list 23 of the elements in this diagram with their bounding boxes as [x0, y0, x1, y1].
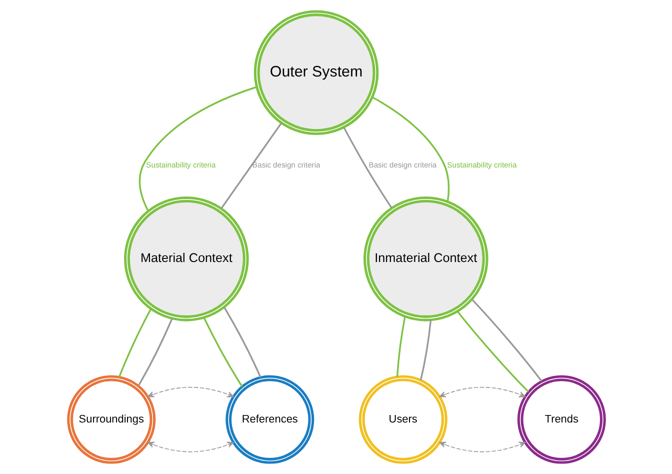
edge-label: Basic design criteria [252, 160, 320, 170]
connector [342, 126, 392, 208]
connector [396, 316, 406, 377]
edge-label: Basic design criteria [368, 160, 436, 170]
arrow [438, 442, 526, 452]
connector [372, 96, 450, 202]
node-circle: Outer System [253, 10, 378, 135]
connector [456, 310, 529, 392]
node-circle: Material Context [124, 196, 248, 322]
arrow [146, 442, 234, 452]
connector [419, 320, 432, 380]
connector [202, 317, 242, 387]
arrow [438, 386, 526, 398]
connector [137, 318, 172, 386]
connector [220, 122, 282, 209]
edge-label: Sustainability criteria [146, 160, 216, 170]
connector [470, 298, 542, 382]
arrow [146, 386, 234, 398]
connector [118, 308, 152, 378]
connector [138, 86, 257, 212]
node-circle: Inmaterial Context [362, 196, 488, 322]
edge-label: Sustainability criteria [446, 160, 516, 170]
connector [222, 306, 261, 378]
